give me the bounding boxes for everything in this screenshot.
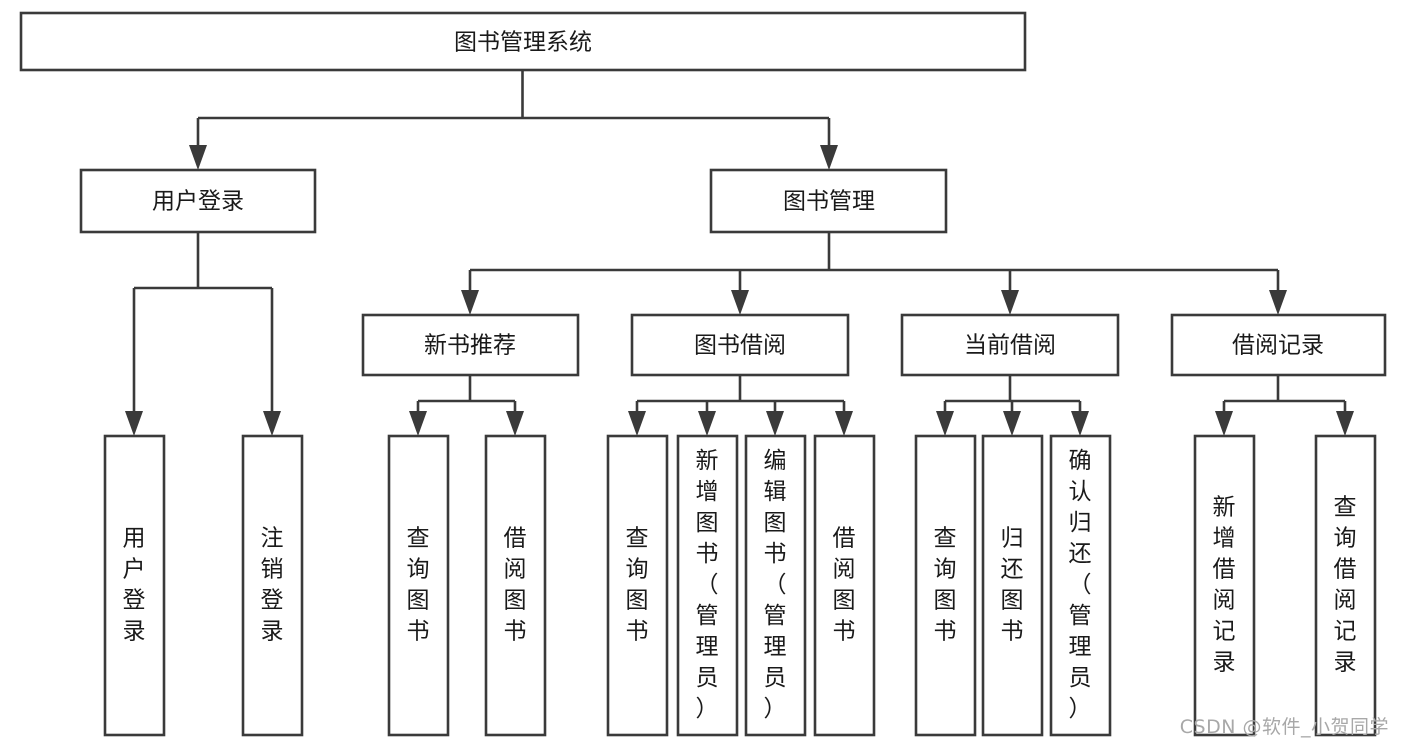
node-new-book-recommend-label: 新书推荐	[424, 333, 516, 359]
node-user-login-label: 用户登录	[152, 189, 244, 215]
arrow-to-leaf-query-book-2	[628, 411, 646, 436]
arrow-to-book-borrow	[731, 290, 749, 315]
node-book-borrow-label: 图书借阅	[694, 333, 786, 359]
node-leaf-confirm-return-admin-box[interactable]	[1049, 434, 1112, 737]
node-borrow-record-box[interactable]	[1170, 313, 1387, 377]
arrow-to-leaf-confirm-return-admin	[1071, 411, 1089, 436]
node-leaf-borrow-book-1-box[interactable]	[484, 434, 547, 737]
node-leaf-query-borrow-record-box[interactable]	[1314, 434, 1377, 737]
node-book-borrow-box[interactable]	[630, 313, 850, 377]
arrow-to-leaf-user-login	[125, 411, 143, 436]
node-book-manage-box[interactable]	[709, 168, 948, 234]
arrow-to-leaf-borrow-book-1	[506, 411, 524, 436]
node-leaf-query-book-2-box[interactable]	[606, 434, 669, 737]
node-leaf-borrow-book-2[interactable]: 借阅图书	[813, 434, 876, 737]
node-leaf-return-book[interactable]: 归还图书	[981, 434, 1044, 737]
node-current-borrow-label: 当前借阅	[964, 333, 1056, 359]
node-book-manage[interactable]: 图书管理	[709, 168, 948, 234]
arrow-to-borrow-record	[1269, 290, 1287, 315]
node-current-borrow[interactable]: 当前借阅	[900, 313, 1120, 377]
node-borrow-record-label: 借阅记录	[1232, 333, 1324, 359]
node-leaf-return-book-label: 归还图书	[1001, 526, 1024, 645]
node-leaf-user-login-box[interactable]	[103, 434, 166, 737]
node-leaf-add-book-admin-box[interactable]	[676, 434, 739, 737]
node-new-book-recommend[interactable]: 新书推荐	[361, 313, 580, 377]
node-user-login-box[interactable]	[79, 168, 317, 234]
node-new-book-recommend-box[interactable]	[361, 313, 580, 377]
node-leaf-confirm-return-admin[interactable]: 确认归还（管理员）	[1049, 434, 1112, 737]
arrow-to-new-book-recommend	[461, 290, 479, 315]
node-user-login[interactable]: 用户登录	[79, 168, 317, 234]
node-leaf-add-borrow-record-box[interactable]	[1193, 434, 1256, 737]
node-leaf-query-borrow-record-label: 查询借阅记录	[1334, 495, 1357, 676]
node-borrow-record[interactable]: 借阅记录	[1170, 313, 1387, 377]
node-root-box[interactable]	[19, 11, 1027, 72]
node-leaf-query-book-1-box[interactable]	[387, 434, 450, 737]
connector-layer	[125, 70, 1354, 436]
node-leaf-borrow-book-2-label: 借阅图书	[833, 526, 856, 645]
node-leaf-edit-book-admin-box[interactable]	[744, 434, 807, 737]
arrow-to-current-borrow	[1001, 290, 1019, 315]
arrow-to-leaf-edit-book-admin	[766, 411, 784, 436]
node-leaf-query-book-1[interactable]: 查询图书	[387, 434, 450, 737]
arrow-to-leaf-borrow-book-2	[835, 411, 853, 436]
node-leaf-confirm-return-admin-label: 确认归还（管理员）	[1069, 448, 1092, 722]
arrow-to-book-manage	[820, 145, 838, 170]
node-leaf-edit-book-admin[interactable]: 编辑图书（管理员）	[744, 434, 807, 737]
node-leaf-query-book-2[interactable]: 查询图书	[606, 434, 669, 737]
arrow-to-leaf-query-book-3	[936, 411, 954, 436]
arrow-to-leaf-logout-login	[263, 411, 281, 436]
node-leaf-user-login-label: 用户登录	[123, 526, 146, 645]
arrow-to-user-login	[189, 145, 207, 170]
arrow-to-leaf-add-borrow-record	[1215, 411, 1233, 436]
node-leaf-borrow-book-1-label: 借阅图书	[504, 526, 527, 645]
node-leaf-borrow-book-1[interactable]: 借阅图书	[484, 434, 547, 737]
node-leaf-add-book-admin-label: 新增图书（管理员）	[696, 448, 719, 722]
node-leaf-logout-login-box[interactable]	[241, 434, 304, 737]
node-leaf-add-borrow-record[interactable]: 新增借阅记录	[1193, 434, 1256, 737]
node-book-manage-label: 图书管理	[783, 189, 875, 215]
node-leaf-edit-book-admin-label: 编辑图书（管理员）	[764, 448, 787, 722]
node-leaf-query-book-3-label: 查询图书	[934, 526, 957, 645]
node-leaf-return-book-box[interactable]	[981, 434, 1044, 737]
arrow-to-leaf-add-book-admin	[698, 411, 716, 436]
node-leaf-logout-login[interactable]: 注销登录	[241, 434, 304, 737]
node-leaf-add-borrow-record-label: 新增借阅记录	[1213, 495, 1236, 676]
arrow-to-leaf-query-borrow-record	[1336, 411, 1354, 436]
node-leaf-user-login[interactable]: 用户登录	[103, 434, 166, 737]
node-book-borrow[interactable]: 图书借阅	[630, 313, 850, 377]
node-root-label: 图书管理系统	[454, 30, 592, 56]
node-leaf-add-book-admin[interactable]: 新增图书（管理员）	[676, 434, 739, 737]
arrow-to-leaf-return-book	[1003, 411, 1021, 436]
node-leaf-query-borrow-record[interactable]: 查询借阅记录	[1314, 434, 1377, 737]
node-leaf-query-book-3-box[interactable]	[914, 434, 977, 737]
node-root[interactable]: 图书管理系统	[19, 11, 1027, 72]
node-leaf-logout-login-label: 注销登录	[261, 526, 284, 645]
node-leaf-query-book-3[interactable]: 查询图书	[914, 434, 977, 737]
arrow-to-leaf-query-book-1	[409, 411, 427, 436]
node-current-borrow-box[interactable]	[900, 313, 1120, 377]
node-leaf-borrow-book-2-box[interactable]	[813, 434, 876, 737]
node-leaf-query-book-1-label: 查询图书	[407, 526, 430, 645]
node-leaf-query-book-2-label: 查询图书	[626, 526, 649, 645]
